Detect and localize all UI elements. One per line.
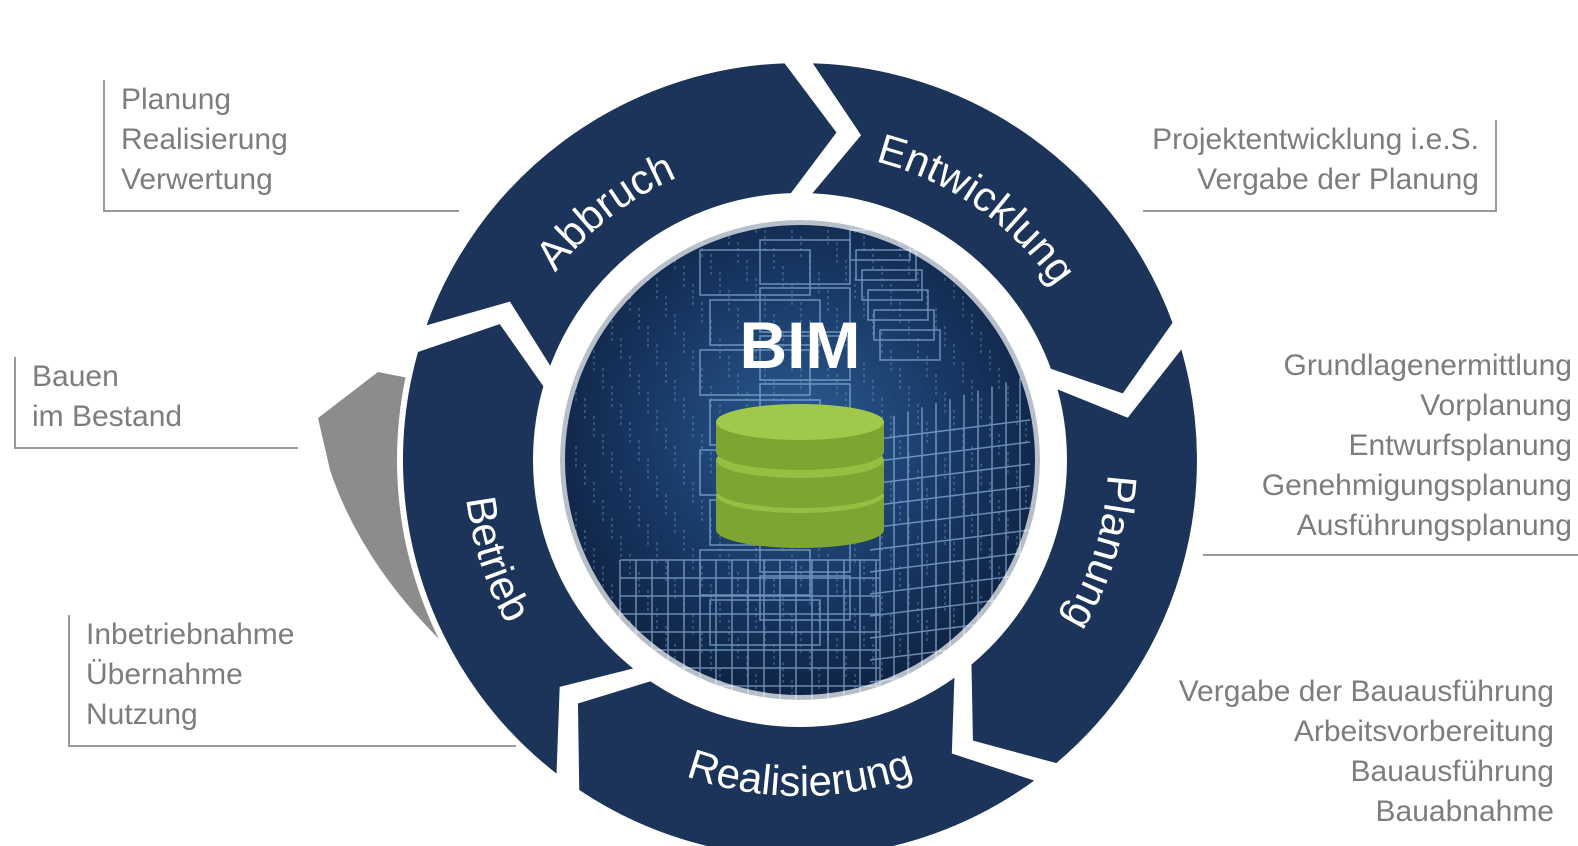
- note-planung-line-2: Vorplanung: [1420, 389, 1572, 422]
- note-betrieb-line-1: Inbetriebnahme: [86, 618, 295, 651]
- note-planung-line-4: Genehmigungsplanung: [1261, 469, 1572, 502]
- note-entwicklung-line-1: Projektentwicklung i.e.S.: [1152, 123, 1479, 156]
- note-planung: Grundlagenermittlung Vorplanung Entwurfs…: [1262, 346, 1572, 546]
- note-realisierung-line-2: Arbeitsvorbereitung: [1293, 715, 1554, 748]
- note-bestand-line-1: Bauen: [32, 360, 119, 393]
- note-abbruch-line-3: Verwertung: [121, 163, 273, 196]
- note-entwicklung: Projektentwicklung i.e.S. Vergabe der Pl…: [1143, 120, 1497, 212]
- note-abbruch: Planung Realisierung Verwertung: [103, 80, 459, 212]
- note-abbruch-line-1: Planung: [121, 83, 232, 116]
- note-realisierung: Vergabe der Bauausführung Arbeitsvorbere…: [1179, 672, 1554, 832]
- note-realisierung-line-3: Bauausführung: [1350, 755, 1555, 788]
- note-realisierung-line-1: Vergabe der Bauausführung: [1178, 675, 1554, 708]
- database-icon: [716, 404, 884, 548]
- note-entwicklung-line-2: Vergabe der Planung: [1197, 163, 1479, 196]
- note-betrieb-line-3: Nutzung: [86, 698, 198, 731]
- note-planung-line-3: Entwurfsplanung: [1348, 429, 1572, 462]
- note-abbruch-line-2: Realisierung: [121, 123, 288, 156]
- note-bestand-line-2: im Bestand: [32, 400, 183, 433]
- note-planung-line-5: Ausführungsplanung: [1296, 509, 1572, 542]
- note-planung-line-1: Grundlagenermittlung: [1283, 349, 1572, 382]
- note-planung-underline: [1203, 554, 1578, 556]
- note-betrieb: Inbetriebnahme Übernahme Nutzung: [68, 615, 516, 747]
- note-realisierung-line-4: Bauabnahme: [1375, 795, 1554, 828]
- note-bestand: Bauen im Bestand: [14, 357, 298, 449]
- bim-title: BIM: [740, 308, 861, 382]
- note-betrieb-line-2: Übernahme: [86, 658, 243, 691]
